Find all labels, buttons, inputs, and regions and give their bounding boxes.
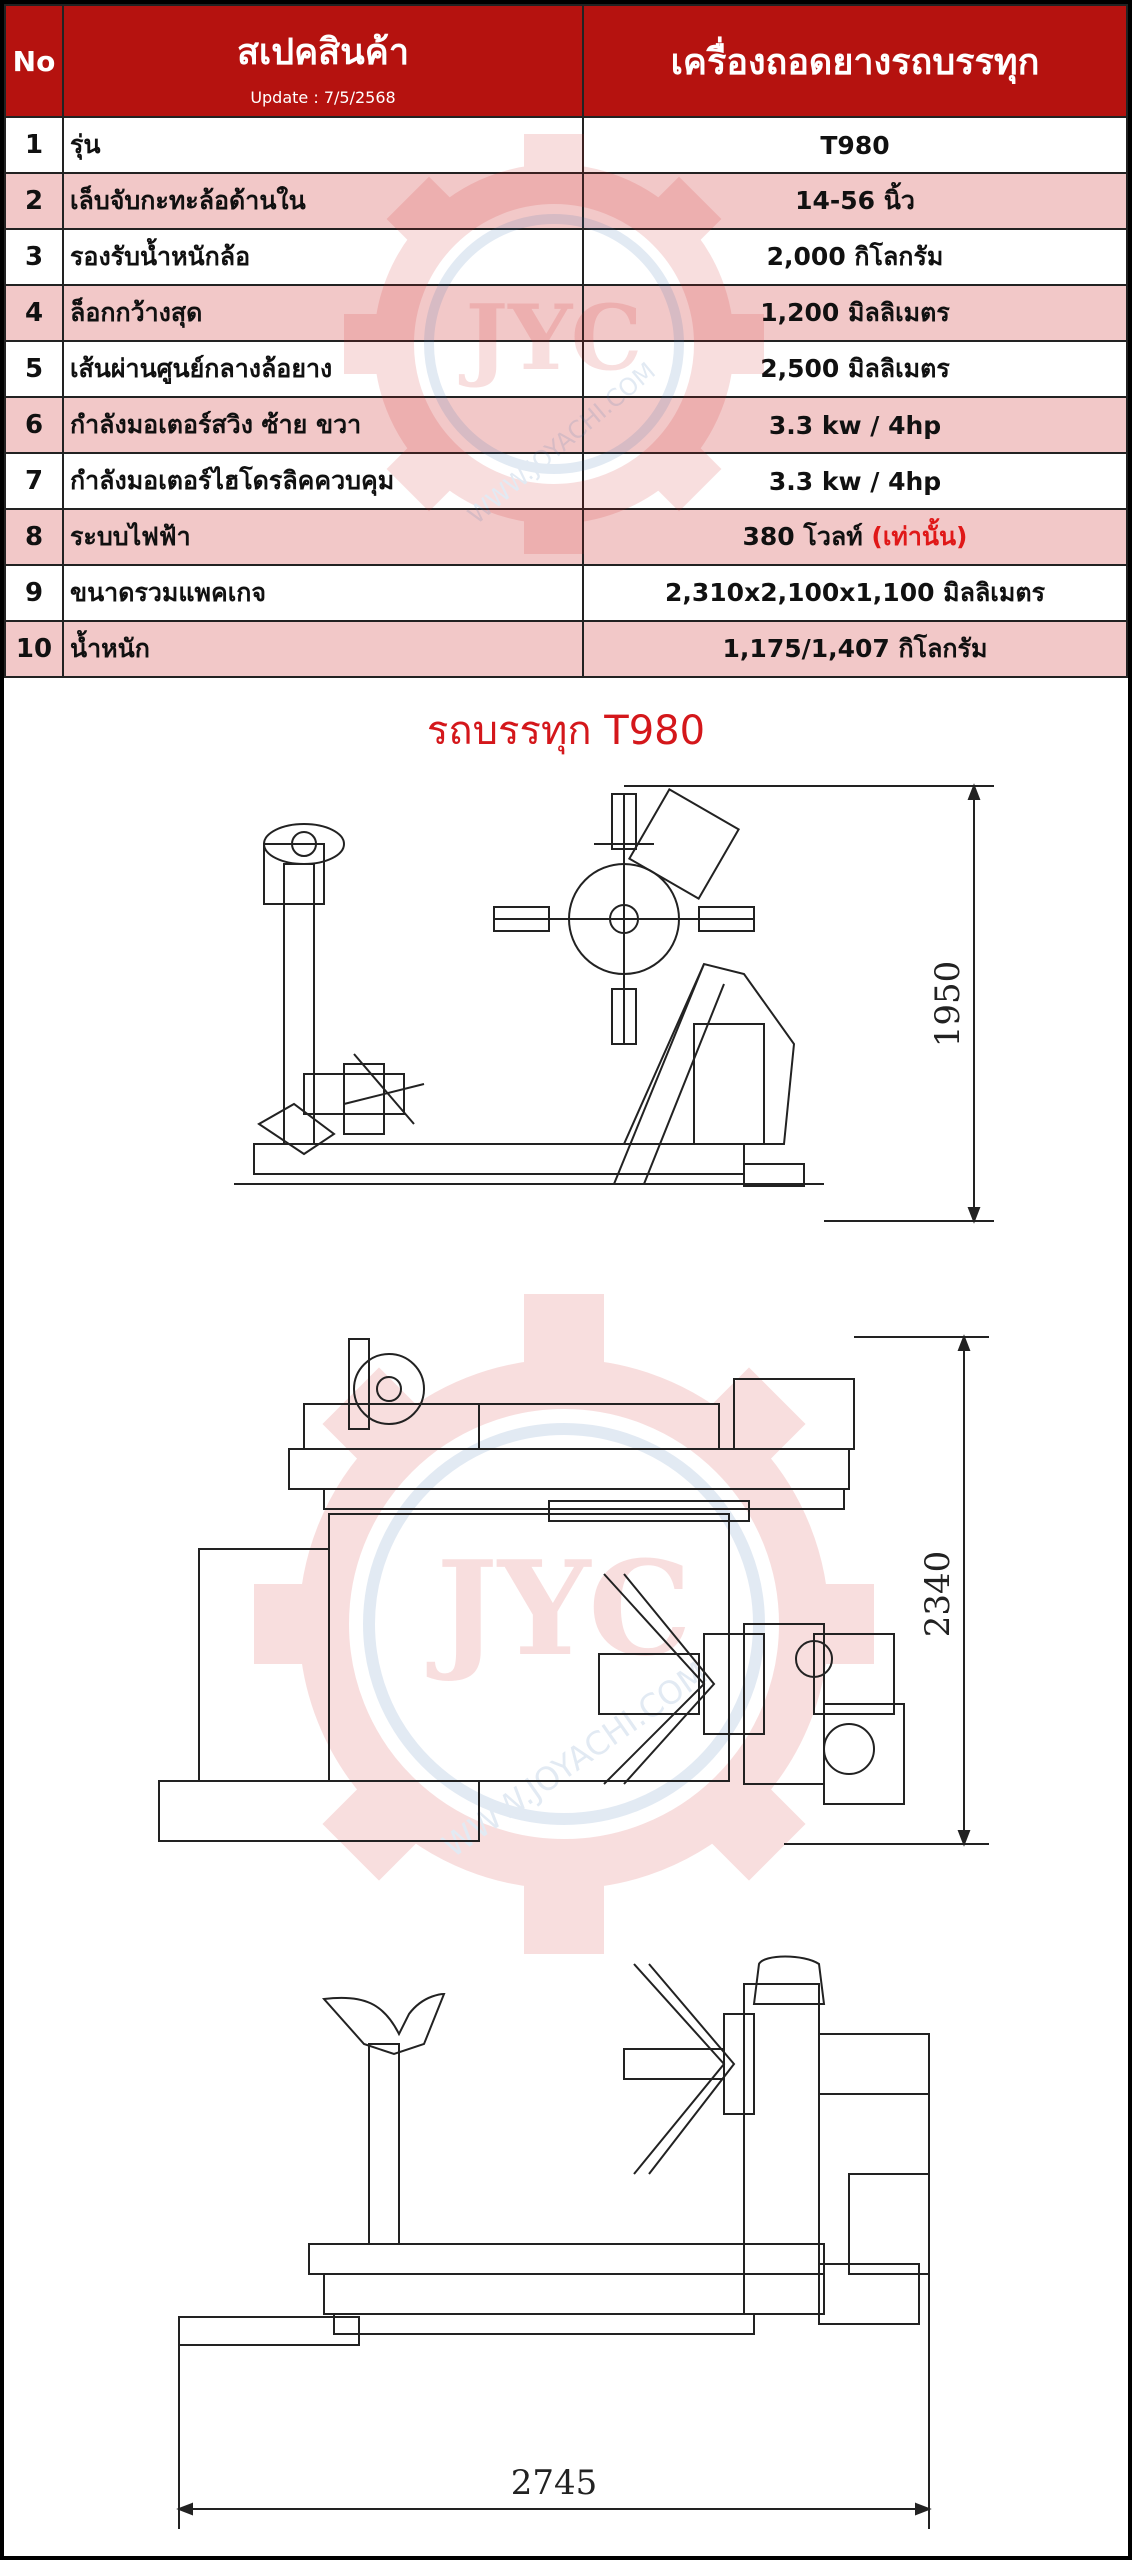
row-number: 9	[4, 564, 64, 622]
row-number: 10	[4, 620, 64, 678]
row-value: 2,000 กิโลกรัม	[582, 228, 1128, 286]
table-row: 5 เส้นผ่านศูนย์กลางล้อยาง 2,500 มิลลิเมต…	[4, 340, 1128, 398]
row-label: ระบบไฟฟ้า	[62, 508, 584, 566]
row-label: เล็บจับกะทะล้อด้านใน	[62, 172, 584, 230]
figure-title: รถบรรทุก T980	[426, 708, 706, 754]
row-label: ขนาดรวมแพคเกจ	[62, 564, 584, 622]
table-row: 2 เล็บจับกะทะล้อด้านใน 14-56 นิ้ว	[4, 172, 1128, 230]
row-value: 2,500 มิลลิเมตร	[582, 340, 1128, 398]
row-number: 7	[4, 452, 64, 510]
row-value: T980	[582, 116, 1128, 174]
row-number: 4	[4, 284, 64, 342]
table-row: 9 ขนาดรวมแพคเกจ 2,310x2,100x1,100 มิลลิเ…	[4, 564, 1128, 622]
row-value: 1,175/1,407 กิโลกรัม	[582, 620, 1128, 678]
row-number: 8	[4, 508, 64, 566]
table-row: 1 รุ่น T980	[4, 116, 1128, 174]
table-row: 7 กำลังมอเตอร์ไฮโดรลิคควบคุม 3.3 kw / 4h…	[4, 452, 1128, 510]
row-value: 3.3 kw / 4hp	[582, 396, 1128, 454]
row-label: รุ่น	[62, 116, 584, 174]
row-number: 5	[4, 340, 64, 398]
technical-drawing: 1950	[158, 783, 994, 2529]
spec-title: สเปคสินค้า	[236, 32, 410, 73]
row-value: 2,310x2,100x1,100 มิลลิเมตร	[582, 564, 1128, 622]
spec-sheet: No สเปคสินค้า Update : 7/5/2568 เครื่องถ…	[4, 4, 1128, 2556]
spec-table: No สเปคสินค้า Update : 7/5/2568 เครื่องถ…	[4, 4, 1128, 678]
row-label: เส้นผ่านศูนย์กลางล้อยาง	[62, 340, 584, 398]
row-number: 3	[4, 228, 64, 286]
row-label: น้ำหนัก	[62, 620, 584, 678]
row-label: กำลังมอเตอร์ไฮโดรลิคควบคุม	[62, 452, 584, 510]
dimension-height: 1950	[928, 961, 968, 1048]
dimension-width: 2745	[511, 2463, 598, 2503]
header-no: No	[4, 4, 64, 118]
row-number: 1	[4, 116, 64, 174]
row-value: 1,200 มิลลิเมตร	[582, 284, 1128, 342]
table-row: 3 รองรับน้ำหนักล้อ 2,000 กิโลกรัม	[4, 228, 1128, 286]
front-view-drawing: 2745	[176, 1955, 932, 2529]
dimension-depth: 2340	[918, 1551, 958, 1638]
top-view-drawing: 2340	[158, 1334, 989, 1847]
row-value: 380 โวลท์ (เท่านั้น)	[582, 508, 1128, 566]
header-machine-title: เครื่องถอดยางรถบรรทุก	[582, 4, 1128, 118]
side-view-drawing: 1950	[234, 783, 994, 1224]
voltage-value: 380 โวลท์	[742, 522, 863, 551]
table-row: 10 น้ำหนัก 1,175/1,407 กิโลกรัม	[4, 620, 1128, 678]
row-label: กำลังมอเตอร์สวิง ซ้าย ขวา	[62, 396, 584, 454]
table-header-row: No สเปคสินค้า Update : 7/5/2568 เครื่องถ…	[4, 4, 1128, 118]
row-number: 6	[4, 396, 64, 454]
row-value: 3.3 kw / 4hp	[582, 452, 1128, 510]
row-value: 14-56 นิ้ว	[582, 172, 1128, 230]
update-date: Update : 7/5/2568	[250, 88, 396, 107]
voltage-note: (เท่านั้น)	[871, 522, 968, 551]
row-number: 2	[4, 172, 64, 230]
table-row: 8 ระบบไฟฟ้า 380 โวลท์ (เท่านั้น)	[4, 508, 1128, 566]
table-row: 6 กำลังมอเตอร์สวิง ซ้าย ขวา 3.3 kw / 4hp	[4, 396, 1128, 454]
row-label: รองรับน้ำหนักล้อ	[62, 228, 584, 286]
row-label: ล็อกกว้างสุด	[62, 284, 584, 342]
table-row: 4 ล็อกกว้างสุด 1,200 มิลลิเมตร	[4, 284, 1128, 342]
header-spec: สเปคสินค้า Update : 7/5/2568	[62, 4, 584, 118]
